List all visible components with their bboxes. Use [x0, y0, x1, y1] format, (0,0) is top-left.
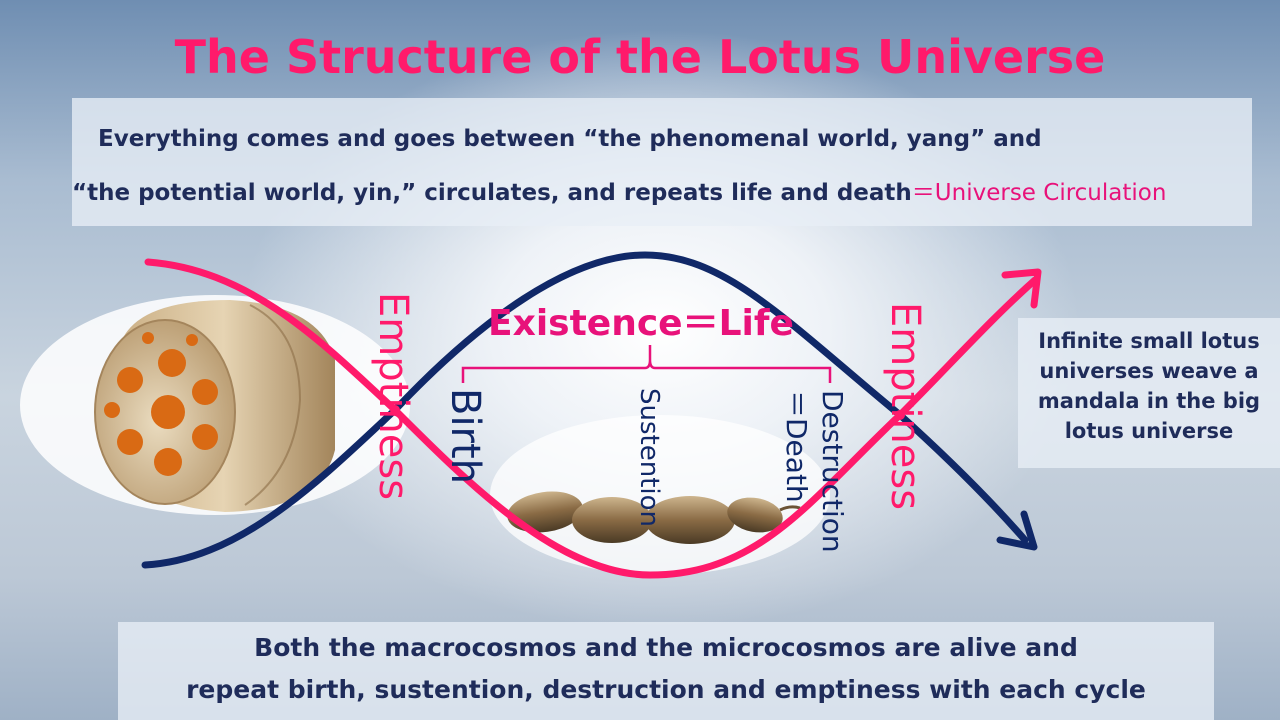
yang-wave	[144, 258, 1039, 579]
death-text: ＝Death	[780, 390, 813, 503]
footer-box	[118, 622, 1214, 720]
footer-text: Both the macrocosmos and the microcosmos…	[118, 627, 1214, 711]
side-note-line-1: Infinite small lotus	[1038, 329, 1260, 353]
lotus-rhizome-image	[507, 491, 801, 544]
lotus-root-image	[94, 300, 335, 512]
side-note-line-4: lotus universe	[1064, 419, 1234, 443]
intro-line-2-text: “the potential world, yin,” circulates, …	[72, 180, 912, 206]
footer-line-1: Both the macrocosmos and the microcosmos…	[254, 633, 1078, 662]
intro-line-2: “the potential world, yin,” circulates, …	[72, 173, 1166, 207]
destruction-text: Destruction	[816, 390, 849, 553]
rhizome-glow	[490, 415, 830, 575]
sustention-label: Sustention	[634, 388, 664, 528]
crossing-point-left	[390, 405, 400, 415]
side-note-line-2: universes weave a	[1039, 359, 1259, 383]
existence-life-label: Existence＝Life	[488, 303, 794, 344]
side-note: Infinite small lotus universes weave a m…	[1018, 326, 1280, 446]
yang-arrowhead	[1001, 268, 1042, 309]
crossing-point-right	[895, 410, 905, 420]
yin-arrowhead	[996, 510, 1038, 551]
side-note-box	[1018, 318, 1280, 468]
emptiness-label-left: Emptiness	[370, 292, 416, 501]
emptiness-label-right: Emptiness	[882, 302, 928, 511]
intro-box	[72, 98, 1252, 226]
yin-wave	[141, 251, 1029, 569]
footer-line-2: repeat birth, sustention, destruction an…	[186, 675, 1146, 704]
destruction-label: Destruction ＝Death	[778, 390, 850, 553]
birth-label: Birth	[442, 388, 488, 485]
slide-title: The Structure of the Lotus Universe	[174, 30, 1106, 84]
intro-line-1: Everything comes and goes between “the p…	[98, 126, 1042, 152]
universe-circulation-highlight: ＝Universe Circulation	[911, 180, 1167, 206]
side-note-line-3: mandala in the big	[1037, 389, 1261, 413]
existence-brace	[461, 345, 832, 383]
